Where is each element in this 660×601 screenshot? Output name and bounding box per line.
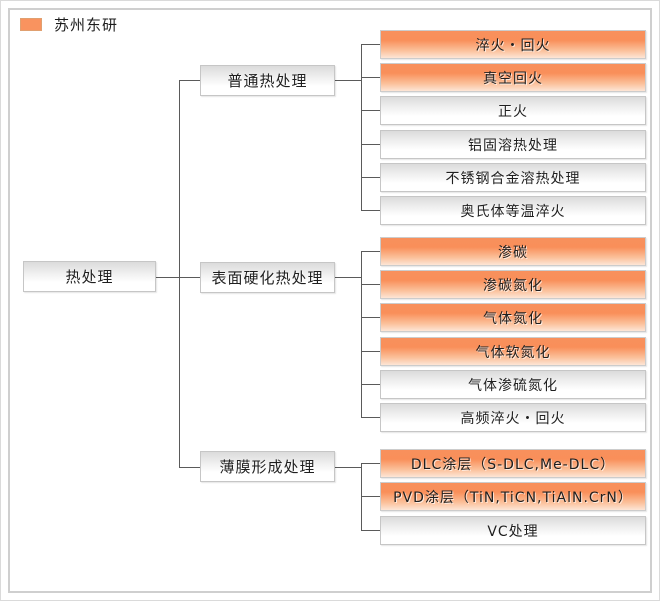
connector-line bbox=[361, 251, 362, 418]
leaf-node: 气体软氮化 bbox=[380, 337, 646, 366]
legend: 苏州东研 bbox=[20, 14, 118, 35]
connector-line bbox=[335, 277, 361, 278]
leaf-node: 铝固溶热处理 bbox=[380, 130, 646, 159]
leaf-node: PVD涂层（TiN,TiCN,TiAlN.CrN） bbox=[380, 482, 646, 511]
connector-line bbox=[361, 284, 380, 285]
branch-node-ordinary: 普通热处理 bbox=[200, 65, 335, 96]
connector-line bbox=[361, 210, 380, 211]
connector-line bbox=[179, 467, 200, 468]
connector-line bbox=[179, 80, 200, 81]
connector-line bbox=[361, 496, 380, 497]
connector-line bbox=[361, 530, 380, 531]
root-node-heat-treatment: 热处理 bbox=[23, 261, 156, 292]
connector-line bbox=[156, 277, 200, 278]
connector-line bbox=[361, 463, 380, 464]
branch-node-thin-film: 薄膜形成处理 bbox=[200, 451, 335, 482]
leaf-node: DLC涂层（S-DLC,Me-DLC） bbox=[380, 449, 646, 478]
connector-line bbox=[361, 317, 380, 318]
leaf-node: VC处理 bbox=[380, 516, 646, 545]
leaf-node: 渗碳 bbox=[380, 237, 646, 266]
leaf-node: 不锈钢合金溶热处理 bbox=[380, 163, 646, 192]
branch-node-surface-hardening: 表面硬化热处理 bbox=[200, 262, 335, 293]
leaf-node: 气体氮化 bbox=[380, 303, 646, 332]
leaf-node: 奥氏体等温淬火 bbox=[380, 196, 646, 225]
connector-line bbox=[361, 144, 380, 145]
connector-line bbox=[335, 467, 361, 468]
connector-line bbox=[361, 177, 380, 178]
connector-line bbox=[361, 110, 380, 111]
connector-line bbox=[361, 351, 380, 352]
leaf-node: 真空回火 bbox=[380, 63, 646, 92]
frame-border bbox=[8, 8, 652, 593]
leaf-node: 高频淬火・回火 bbox=[380, 403, 646, 432]
connector-line bbox=[361, 463, 362, 531]
legend-color-swatch bbox=[20, 18, 42, 31]
connector-line bbox=[361, 44, 362, 211]
connector-line bbox=[179, 80, 180, 468]
connector-line bbox=[361, 251, 380, 252]
connector-line bbox=[361, 384, 380, 385]
leaf-node: 正火 bbox=[380, 96, 646, 125]
connector-line bbox=[335, 80, 361, 81]
connector-line bbox=[361, 77, 380, 78]
connector-line bbox=[361, 44, 380, 45]
connector-line bbox=[361, 417, 380, 418]
leaf-node: 气体渗硫氮化 bbox=[380, 370, 646, 399]
legend-label: 苏州东研 bbox=[54, 16, 119, 34]
leaf-node: 渗碳氮化 bbox=[380, 270, 646, 299]
leaf-node: 淬火・回火 bbox=[380, 30, 646, 59]
